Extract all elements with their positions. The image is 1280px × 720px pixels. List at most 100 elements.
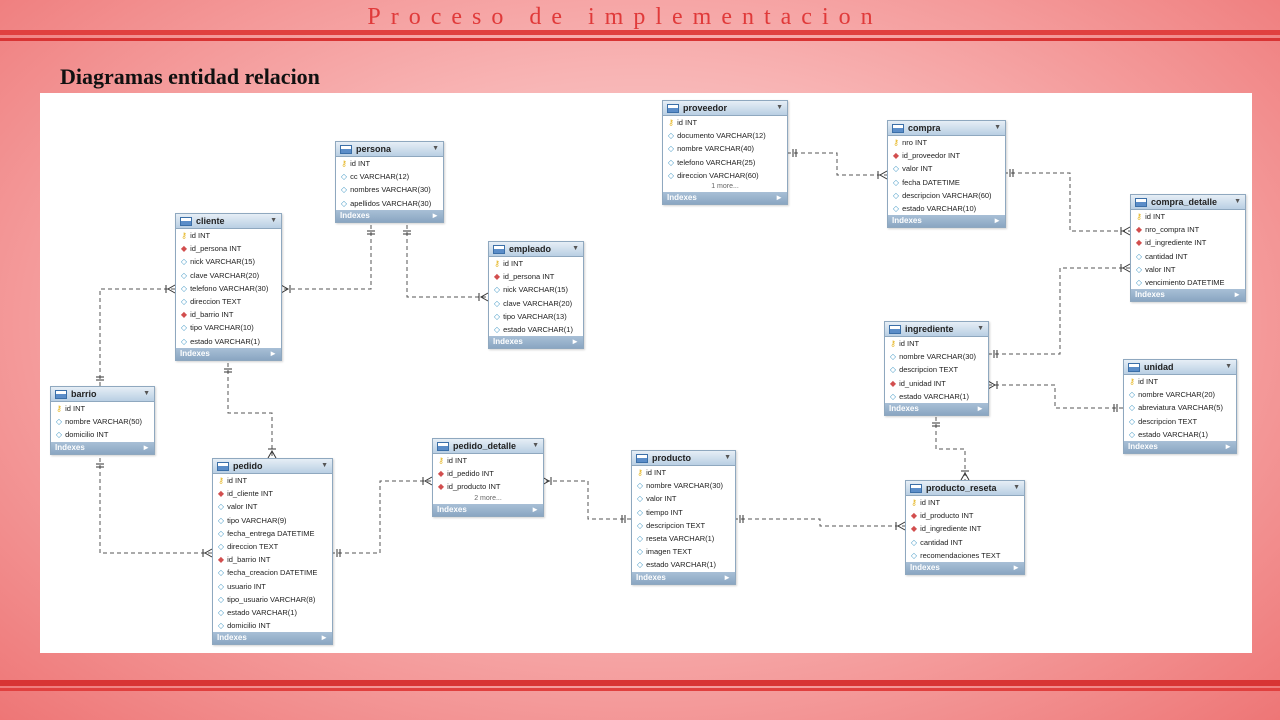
column-row[interactable]: ◇ estado VARCHAR(1) [489, 323, 583, 336]
column-row[interactable]: ◇ recomendaciones TEXT [906, 549, 1024, 562]
column-row[interactable]: ◆ id_ingrediente INT [906, 522, 1024, 535]
column-row[interactable]: ⚷ id INT [176, 229, 281, 242]
rel-barrio-pedido[interactable] [99, 458, 212, 554]
rel-ingrediente-productoreseta[interactable] [935, 417, 966, 480]
rel-compra-compradetalle[interactable] [1004, 172, 1130, 232]
column-row[interactable]: ◆ id_ingrediente INT [1131, 236, 1245, 249]
chevron-down-icon[interactable]: ▼ [994, 124, 1001, 131]
column-row[interactable]: ⚷ id INT [1131, 210, 1245, 223]
column-row[interactable]: ◇ estado VARCHAR(1) [1124, 428, 1236, 441]
chevron-down-icon[interactable]: ▼ [143, 390, 150, 397]
table-producto-reseta[interactable]: producto_reseta▼⚷ id INT◆ id_producto IN… [905, 480, 1025, 575]
column-row[interactable]: ◇ telefono VARCHAR(25) [663, 156, 787, 169]
column-row[interactable]: ◇ descripcion VARCHAR(60) [888, 189, 1005, 202]
column-row[interactable]: ◇ nick VARCHAR(15) [489, 283, 583, 296]
rel-producto-productoreseta[interactable] [734, 518, 905, 527]
triangle-right-icon[interactable]: ► [1233, 290, 1241, 300]
rel-pedido-pedidodetalle[interactable] [331, 480, 432, 554]
column-row[interactable]: ◇ fecha DATETIME [888, 176, 1005, 189]
chevron-down-icon[interactable]: ▼ [1234, 198, 1241, 205]
column-row[interactable]: ◇ estado VARCHAR(1) [885, 390, 988, 403]
column-row[interactable]: ◇ clave VARCHAR(20) [489, 297, 583, 310]
column-row[interactable]: ◇ estado VARCHAR(1) [176, 335, 281, 348]
indexes-section[interactable]: Indexes► [1131, 289, 1245, 302]
table-header[interactable]: compra_detalle▼ [1131, 195, 1245, 210]
indexes-section[interactable]: Indexes► [663, 191, 787, 204]
triangle-right-icon[interactable]: ► [531, 504, 539, 514]
table-header[interactable]: pedido▼ [213, 459, 332, 474]
rel-ingrediente-compradetalle[interactable] [988, 267, 1130, 355]
column-row[interactable]: ◇ domicilio INT [51, 428, 154, 441]
chevron-down-icon[interactable]: ▼ [572, 245, 579, 252]
chevron-down-icon[interactable]: ▼ [270, 217, 277, 224]
column-row[interactable]: ⚷ id INT [632, 466, 735, 479]
column-row[interactable]: ◇ tipo VARCHAR(9) [213, 514, 332, 527]
column-row[interactable]: ◇ valor INT [1131, 263, 1245, 276]
column-row[interactable]: ◇ nombre VARCHAR(30) [632, 479, 735, 492]
column-row[interactable]: ◇ apellidos VARCHAR(30) [336, 197, 443, 210]
indexes-section[interactable]: Indexes► [213, 632, 332, 645]
table-header[interactable]: cliente▼ [176, 214, 281, 229]
triangle-right-icon[interactable]: ► [1012, 562, 1020, 572]
column-row[interactable]: ◆ id_cliente INT [213, 487, 332, 500]
column-row[interactable]: ◆ nro_compra INT [1131, 223, 1245, 236]
table-pedido[interactable]: pedido▼⚷ id INT◆ id_cliente INT◇ valor I… [212, 458, 333, 646]
column-row[interactable]: ◇ tipo VARCHAR(13) [489, 310, 583, 323]
column-row[interactable]: ◆ id_unidad INT [885, 377, 988, 390]
column-row[interactable]: ⚷ id INT [1124, 375, 1236, 388]
column-row[interactable]: ◇ nombre VARCHAR(20) [1124, 388, 1236, 401]
table-unidad[interactable]: unidad▼⚷ id INT◇ nombre VARCHAR(20)◇ abr… [1123, 359, 1237, 454]
indexes-section[interactable]: Indexes► [176, 347, 281, 360]
column-row[interactable]: ◇ reseta VARCHAR(1) [632, 532, 735, 545]
column-row[interactable]: ⚷ nro INT [888, 136, 1005, 149]
column-row[interactable]: ◇ descripcion TEXT [632, 519, 735, 532]
column-row[interactable]: ◇ tipo VARCHAR(10) [176, 321, 281, 334]
indexes-section[interactable]: Indexes► [906, 561, 1024, 574]
table-header[interactable]: empleado▼ [489, 242, 583, 257]
column-row[interactable]: ◇ estado VARCHAR(1) [213, 606, 332, 619]
column-row[interactable]: ◇ cc VARCHAR(12) [336, 170, 443, 183]
column-row[interactable]: ◇ cantidad INT [906, 536, 1024, 549]
column-row[interactable]: ⚷ id INT [433, 454, 543, 467]
column-row[interactable]: ⚷ id INT [213, 474, 332, 487]
triangle-right-icon[interactable]: ► [723, 572, 731, 582]
table-header[interactable]: unidad▼ [1124, 360, 1236, 375]
indexes-section[interactable]: Indexes► [489, 336, 583, 349]
table-header[interactable]: ingrediente▼ [885, 322, 988, 337]
chevron-down-icon[interactable]: ▼ [776, 104, 783, 111]
column-row[interactable]: ◇ direccion VARCHAR(60) [663, 169, 787, 182]
chevron-down-icon[interactable]: ▼ [532, 442, 539, 449]
column-row[interactable]: ◇ imagen TEXT [632, 545, 735, 558]
column-row[interactable]: ◇ valor INT [213, 500, 332, 513]
chevron-down-icon[interactable]: ▼ [432, 145, 439, 152]
column-row[interactable]: ◆ id_proveedor INT [888, 149, 1005, 162]
column-row[interactable]: ◇ tiempo INT [632, 506, 735, 519]
column-row[interactable]: ◇ fecha_entrega DATETIME [213, 527, 332, 540]
chevron-down-icon[interactable]: ▼ [1013, 484, 1020, 491]
indexes-section[interactable]: Indexes► [1124, 440, 1236, 453]
column-row[interactable]: ◇ abreviatura VARCHAR(5) [1124, 401, 1236, 414]
rel-cliente-pedido[interactable] [227, 363, 273, 458]
table-header[interactable]: producto▼ [632, 451, 735, 466]
table-barrio[interactable]: barrio▼⚷ id INT◇ nombre VARCHAR(50)◇ dom… [50, 386, 155, 455]
column-row[interactable]: ◇ nombre VARCHAR(50) [51, 415, 154, 428]
column-row[interactable]: ⚷ id INT [51, 402, 154, 415]
column-row[interactable]: ◆ id_pedido INT [433, 467, 543, 480]
table-empleado[interactable]: empleado▼⚷ id INT◆ id_persona INT◇ nick … [488, 241, 584, 350]
table-pedido-detalle[interactable]: pedido_detalle▼⚷ id INT◆ id_pedido INT◆ … [432, 438, 544, 517]
rel-barrio-cliente[interactable] [99, 288, 175, 386]
column-row[interactable]: ◇ direccion TEXT [213, 540, 332, 553]
table-persona[interactable]: persona▼⚷ id INT◇ cc VARCHAR(12)◇ nombre… [335, 141, 444, 223]
chevron-down-icon[interactable]: ▼ [321, 462, 328, 469]
column-row[interactable]: ⚷ id INT [663, 116, 787, 129]
column-row[interactable]: ◇ nick VARCHAR(15) [176, 255, 281, 268]
triangle-right-icon[interactable]: ► [142, 442, 150, 452]
column-row[interactable]: ⚷ id INT [885, 337, 988, 350]
triangle-right-icon[interactable]: ► [993, 216, 1001, 226]
indexes-section[interactable]: Indexes► [632, 571, 735, 584]
rel-persona-empleado[interactable] [406, 225, 488, 298]
indexes-section[interactable]: Indexes► [433, 503, 543, 516]
triangle-right-icon[interactable]: ► [571, 337, 579, 347]
column-row[interactable]: ◇ domicilio INT [213, 619, 332, 632]
rel-persona-cliente[interactable] [281, 225, 372, 290]
